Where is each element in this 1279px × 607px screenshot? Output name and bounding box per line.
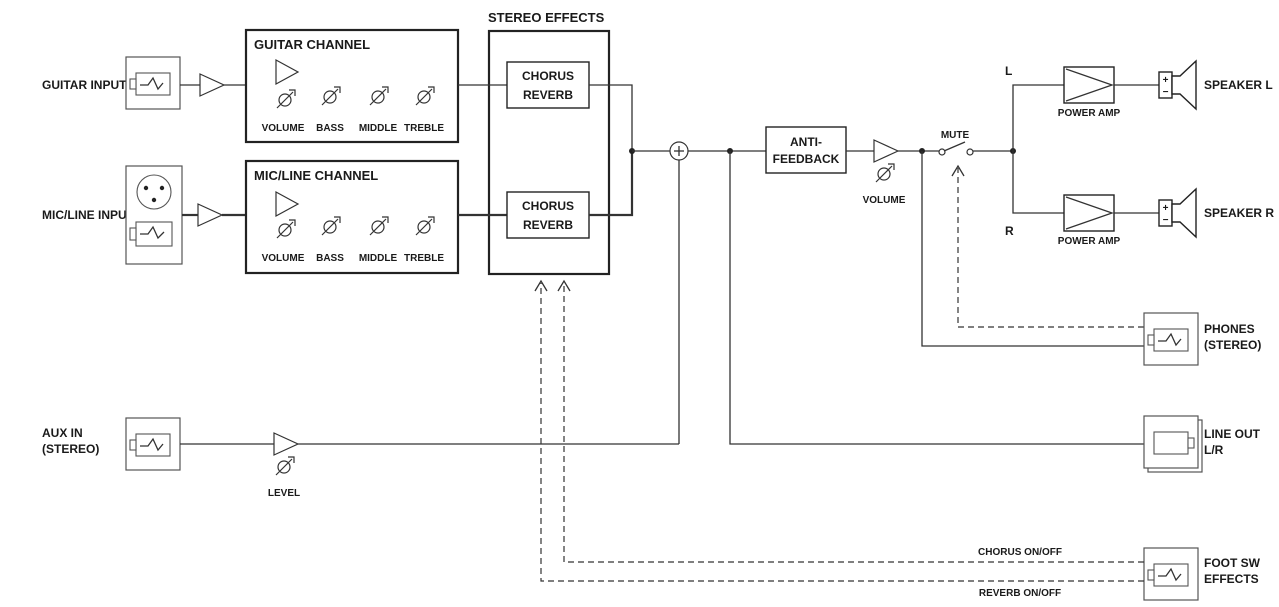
phones-label: PHONES (1204, 322, 1255, 336)
aux-in-jack-icon (125, 417, 181, 471)
mic-input-buffer-icon (197, 203, 223, 227)
guitar-reverb-label: REVERB (523, 88, 573, 102)
guitar-channel-title: GUITAR CHANNEL (254, 37, 370, 52)
mute-label: MUTE (941, 130, 970, 141)
aux-in-stereo-label: (STEREO) (42, 442, 99, 456)
mic-line-channel-title: MIC/LINE CHANNEL (254, 168, 378, 183)
guitar-channel-controls: VOLUME BASS MIDDLE TREBLE (262, 58, 444, 134)
mic-line-input-label: MIC/LINE INPUT (42, 208, 135, 222)
mic-line-channel-box (244, 159, 460, 275)
speaker-r-plus: + (1163, 203, 1169, 214)
speaker-l-label: SPEAKER L (1204, 78, 1273, 92)
power-amp-r-label: POWER AMP (1058, 236, 1121, 247)
speaker-l-minus: − (1163, 87, 1169, 98)
right-channel-label: R (1005, 224, 1014, 238)
mic-reverb-label: REVERB (523, 218, 573, 232)
foot-sw-jack-icon (1143, 547, 1199, 601)
power-amp-l-icon (1063, 66, 1115, 104)
guitar-volume-label: VOLUME (262, 123, 305, 134)
foot-sw-effects-label: EFFECTS (1204, 572, 1259, 586)
line-out-label: LINE OUT (1204, 427, 1261, 441)
guitar-middle-label: MIDDLE (359, 123, 398, 134)
anti-feedback-label-1: ANTI- (790, 135, 822, 149)
speaker-r-label: SPEAKER R (1204, 206, 1274, 220)
speaker-r-minus: − (1163, 215, 1169, 226)
aux-level-label: LEVEL (268, 488, 300, 499)
aux-level-knob-icon (275, 456, 295, 476)
foot-sw-label: FOOT SW (1204, 556, 1261, 570)
mic-volume-knob-icon (276, 219, 296, 239)
guitar-treble-knob-icon (415, 86, 435, 106)
guitar-input-jack-icon (125, 56, 181, 110)
mic-chorus-label: CHORUS (522, 199, 574, 213)
line-out-jack-icon (1143, 415, 1203, 473)
phones-jack-icon (1143, 312, 1199, 366)
summing-node-icon (669, 141, 689, 161)
mic-middle-knob-icon (369, 216, 389, 236)
mute-switch-icon (938, 141, 974, 156)
mic-treble-knob-icon (415, 216, 435, 236)
mic-bass-label: BASS (316, 253, 344, 264)
reverb-on-off-label: REVERB ON/OFF (979, 588, 1061, 599)
stereo-effects-box (487, 29, 611, 276)
guitar-input-buffer-icon (199, 73, 225, 97)
master-volume-amp-icon (873, 139, 899, 163)
guitar-middle-knob-icon (369, 86, 389, 106)
line-out-lr-label: L/R (1204, 443, 1224, 457)
mic-volume-label: VOLUME (262, 253, 305, 264)
speaker-l-plus: + (1163, 75, 1169, 86)
speaker-r-icon: + − (1158, 187, 1197, 239)
guitar-volume-knob-icon (276, 89, 296, 109)
speaker-l-icon: + − (1158, 59, 1197, 111)
guitar-treble-label: TREBLE (404, 123, 444, 134)
anti-feedback-box (765, 126, 847, 174)
chorus-on-off-label: CHORUS ON/OFF (978, 547, 1062, 558)
mic-volume-amp-icon (275, 190, 300, 218)
aux-level-amp-icon (273, 432, 299, 456)
mic-chorus-reverb-box (506, 191, 590, 239)
mic-treble-label: TREBLE (404, 253, 444, 264)
guitar-bass-knob-icon (321, 86, 341, 106)
aux-in-label: AUX IN (42, 426, 83, 440)
guitar-channel-box (244, 28, 460, 144)
left-channel-label: L (1005, 64, 1012, 78)
mic-middle-label: MIDDLE (359, 253, 398, 264)
stereo-effects-title: STEREO EFFECTS (488, 10, 605, 25)
mic-line-channel-controls: VOLUME BASS MIDDLE TREBLE (262, 190, 444, 264)
guitar-input-label: GUITAR INPUT (42, 78, 127, 92)
guitar-volume-amp-icon (275, 58, 300, 86)
guitar-chorus-reverb-box (506, 61, 590, 109)
anti-feedback-label-2: FEEDBACK (773, 152, 840, 166)
guitar-bass-label: BASS (316, 123, 344, 134)
power-amp-l-label: POWER AMP (1058, 108, 1121, 119)
phones-stereo-label: (STEREO) (1204, 338, 1261, 352)
mic-bass-knob-icon (321, 216, 341, 236)
master-volume-knob-icon (875, 163, 895, 183)
master-volume-label: VOLUME (863, 195, 906, 206)
power-amp-r-icon (1063, 194, 1115, 232)
mic-line-combo-jack-icon (125, 165, 183, 265)
guitar-chorus-label: CHORUS (522, 69, 574, 83)
